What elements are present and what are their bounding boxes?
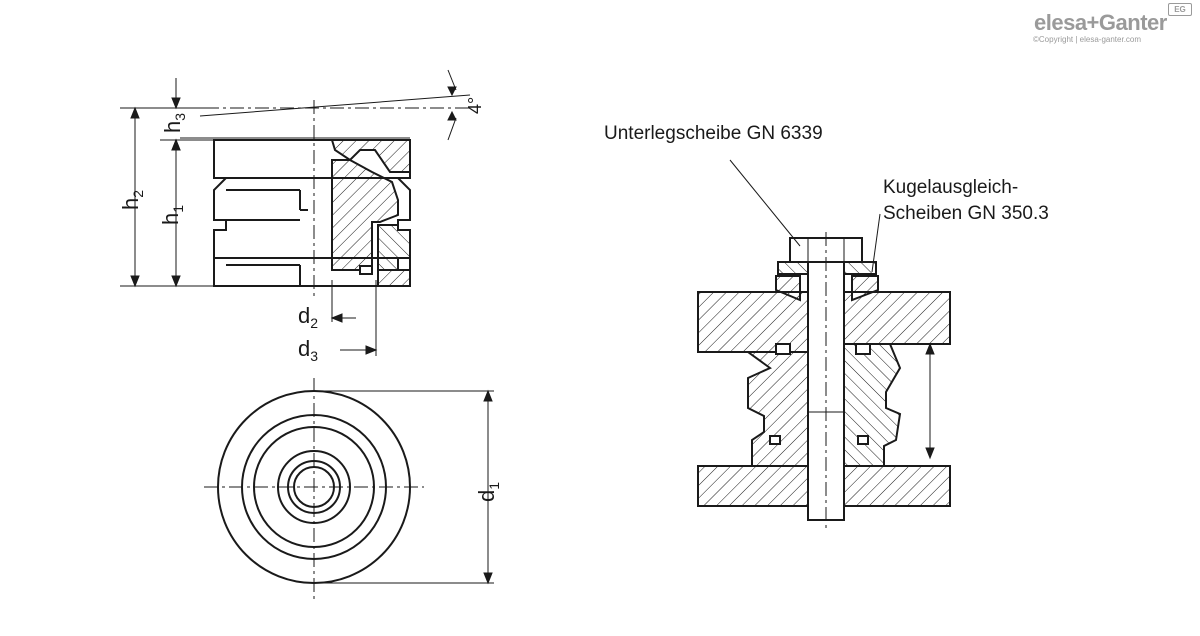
dim-angle: 4° xyxy=(465,96,485,114)
brand-mark-icon: EG xyxy=(1168,3,1192,16)
brand-copyright: ©Copyright | elesa-ganter.com xyxy=(1033,35,1142,44)
d1-dimension xyxy=(314,389,494,585)
leader-lines xyxy=(729,159,881,273)
dim-d1: d1 xyxy=(474,481,502,502)
spherical-washer-label-line1: Kugelausgleich- xyxy=(883,177,1019,198)
adjust-range-arrow xyxy=(925,342,935,460)
side-view xyxy=(213,139,411,287)
dim-h2: h2 xyxy=(118,189,146,210)
dim-h1: h1 xyxy=(158,204,186,225)
brand-logo: elesa+Ganter xyxy=(1034,10,1167,35)
side-section xyxy=(330,139,411,287)
spherical-washer-label-line2: Scheiben GN 350.3 xyxy=(883,203,1049,224)
top-view-centerlines xyxy=(204,378,424,600)
dim-h3: h3 xyxy=(160,112,188,133)
diameter-small-dimensions xyxy=(330,280,378,356)
angle-lines xyxy=(180,69,471,141)
assembly-view xyxy=(697,237,951,521)
washer-label: Unterlegscheibe GN 6339 xyxy=(604,123,823,144)
height-dimensions xyxy=(120,78,214,288)
dim-d3: d3 xyxy=(298,336,319,364)
dim-d2: d2 xyxy=(298,303,319,331)
